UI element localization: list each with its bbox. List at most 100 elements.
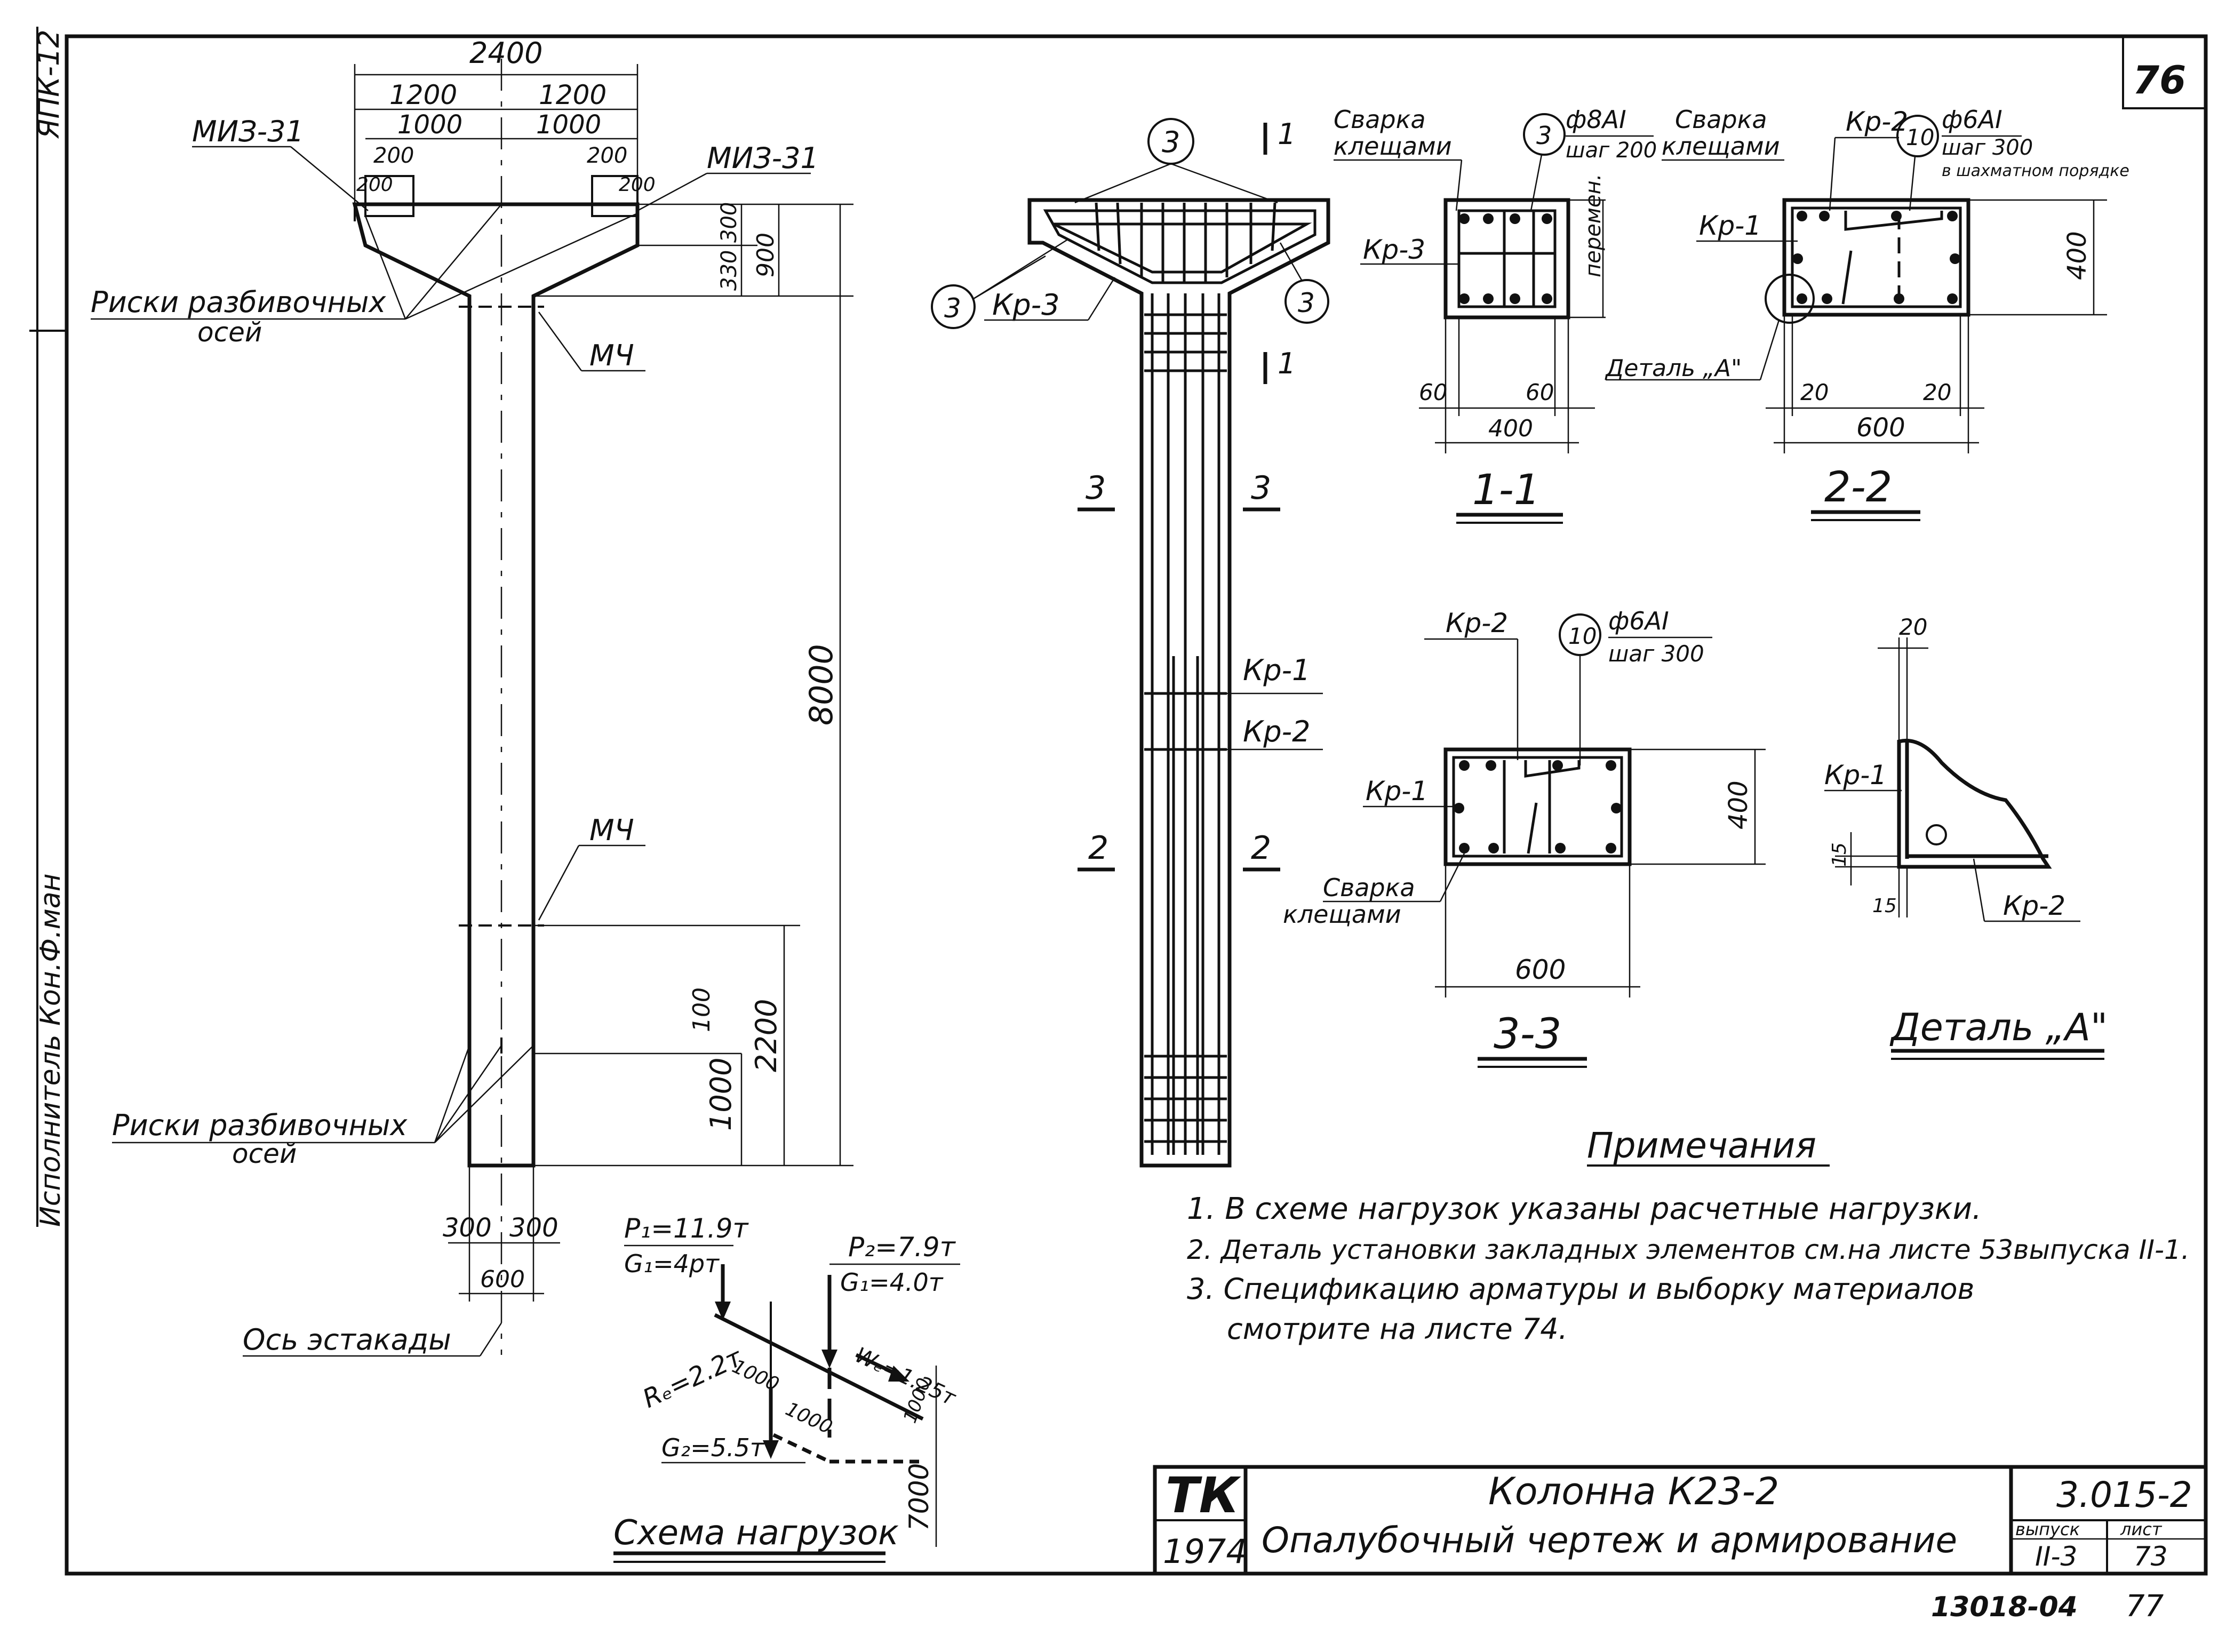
title-block: ТК 1974 Колонна К23-2 Опалубочный чертеж… bbox=[1153, 1465, 2208, 1576]
kp3-label: Кр-3 bbox=[992, 288, 1059, 322]
section-2-2: Сварка клещами Кр-2 10 ф6АI шаг 300 в ша… bbox=[1605, 105, 2129, 521]
detail-a: 20 Кр-1 15 15 Кр-2 Деталь „А" bbox=[1824, 614, 2108, 1060]
tb-sheet-label: лист bbox=[2120, 1519, 2163, 1539]
tb-issue-label: выпуск bbox=[2015, 1519, 2080, 1539]
s22-dim-600: 600 bbox=[1856, 413, 1905, 443]
dim-900: 900 bbox=[752, 233, 779, 277]
dim-200-d: 200 bbox=[619, 174, 656, 196]
riski-bottom-line1: Риски разбивочных bbox=[112, 1108, 408, 1142]
sec-1-top: 1 bbox=[1278, 117, 1296, 151]
detail-dim-15-b: 15 bbox=[1872, 895, 1897, 917]
sheet-number-box: 76 bbox=[2122, 35, 2207, 109]
load-beam bbox=[714, 1313, 924, 1421]
margin-signature: Исполнитель Кон.Ф.ман bbox=[35, 873, 67, 1227]
longitudinal-bars bbox=[1151, 293, 1220, 1155]
mch-top-label: МЧ bbox=[589, 339, 634, 372]
axis-label: Ось эстакады bbox=[243, 1323, 451, 1356]
dim-1000-right: 1000 bbox=[536, 110, 601, 140]
dim-1200-left: 1200 bbox=[389, 79, 457, 110]
sec-1-bottom: 1 bbox=[1278, 347, 1296, 380]
load-r: Rₑ=2.2т bbox=[638, 1342, 747, 1414]
s33-step: шаг 300 bbox=[1608, 641, 1704, 667]
s33-weld-line2: клещами bbox=[1283, 900, 1401, 929]
callout-3-right: 3 bbox=[1298, 288, 1315, 318]
s22-weld-line1: Сварка bbox=[1675, 105, 1767, 134]
notes-title: Примечания bbox=[1587, 1125, 1816, 1166]
dim-600: 600 bbox=[480, 1266, 525, 1293]
section-1-1: Сварка клещами 3 ф8АI шаг 200 Кр-3 перем… bbox=[1334, 105, 1657, 524]
s33-dim-600: 600 bbox=[1515, 954, 1566, 985]
kp2-label: Кр-2 bbox=[1243, 715, 1310, 748]
s22-dim-20-right: 20 bbox=[1923, 379, 1951, 405]
callout-3-left: 3 bbox=[944, 293, 961, 324]
s11-weld-line1: Сварка bbox=[1334, 105, 1426, 134]
s22-title: 2-2 bbox=[1824, 464, 1892, 512]
sheet-number: 76 bbox=[2133, 58, 2186, 102]
s33-callout: 10 bbox=[1568, 623, 1597, 649]
s11-step: шаг 200 bbox=[1566, 138, 1657, 163]
load-scheme: P₁=11.9т G₁=4рт P₂=7.9т G₁=4.0т Rₑ=2.2т … bbox=[613, 1213, 960, 1563]
embedded-plate-left bbox=[364, 175, 414, 217]
dim-2200: 2200 bbox=[749, 999, 783, 1072]
dim-330: 330 bbox=[717, 250, 741, 291]
s11-weld-line2: клещами bbox=[1334, 132, 1452, 161]
margin-stamp: ЯПК-12 Исполнитель Кон.Ф.ман bbox=[29, 27, 67, 1227]
column-elevation: 2400 1200 1200 1000 1000 200 200 200 200… bbox=[91, 36, 853, 1357]
s22-detail-ref: Деталь „А" bbox=[1605, 355, 1742, 382]
load-p1: P₁=11.9т bbox=[624, 1213, 749, 1244]
note-3: 3. Спецификацию арматуры и выборку матер… bbox=[1187, 1272, 1974, 1306]
s22-dim-20-left: 20 bbox=[1800, 379, 1829, 405]
dim-200-b: 200 bbox=[356, 174, 393, 196]
tb-series: 3.015-2 bbox=[2056, 1474, 2192, 1515]
tb-org: ТК bbox=[1166, 1467, 1241, 1524]
head-vertical-bars bbox=[1095, 202, 1276, 283]
note-1: 1. В схеме нагрузок указаны расчетные на… bbox=[1187, 1192, 1982, 1226]
footer-code: 13018-04 bbox=[1931, 1591, 2078, 1623]
miz-right-label: МИЗ-31 bbox=[707, 141, 819, 175]
detail-dim-15-a: 15 bbox=[1829, 842, 1850, 867]
s11-title: 1-1 bbox=[1472, 466, 1540, 514]
load-p2: P₂=7.9т bbox=[848, 1232, 956, 1263]
riski-top-line1: Риски разбивочных bbox=[91, 285, 386, 319]
dim-2400: 2400 bbox=[469, 36, 542, 70]
dim-300-right: 300 bbox=[509, 1213, 558, 1243]
load-g1: G₁=4рт bbox=[624, 1249, 720, 1278]
sec-3-right: 3 bbox=[1251, 469, 1271, 507]
margin-label: ЯПК-12 bbox=[32, 29, 66, 139]
tb-name: Колонна К23-2 bbox=[1488, 1470, 1779, 1513]
dim-200-c: 200 bbox=[587, 143, 627, 168]
dim-1000-height: 1000 bbox=[704, 1058, 738, 1131]
note-2: 2. Деталь установки закладных элементов … bbox=[1187, 1234, 2190, 1265]
notes: Примечания 1. В схеме нагрузок указаны р… bbox=[1187, 1125, 2190, 1346]
s11-callout: 3 bbox=[1536, 121, 1552, 150]
section-3-3: Кр-2 10 ф6АI шаг 300 Кр-1 400 Сварка кле… bbox=[1283, 606, 1766, 1068]
dim-1000-left: 1000 bbox=[397, 110, 462, 140]
dim-1200-right: 1200 bbox=[539, 79, 607, 110]
miz-left-label: МИЗ-31 bbox=[192, 115, 304, 148]
reinforcement-elevation: 3 3 Кр-3 3 1 1 3 3 Кр-1 Кр-2 2 2 bbox=[931, 117, 1330, 1168]
s33-kp2: Кр-2 bbox=[1446, 608, 1508, 639]
s22-dim-400: 400 bbox=[2062, 231, 2092, 280]
s33-bar-spec: ф6АI bbox=[1608, 606, 1669, 635]
sec-2-right: 2 bbox=[1251, 829, 1271, 867]
s11-variable: перемен. bbox=[1581, 174, 1606, 277]
s11-dim-60-right: 60 bbox=[1526, 379, 1554, 405]
load-g2: G₂=5.5т bbox=[661, 1433, 765, 1462]
sec-2-left: 2 bbox=[1088, 829, 1108, 867]
kp1-label: Кр-1 bbox=[1243, 653, 1310, 687]
s22-weld-line2: клещами bbox=[1662, 132, 1780, 161]
s33-weld-line1: Сварка bbox=[1323, 873, 1415, 902]
dim-8000: 8000 bbox=[803, 644, 840, 725]
footer-page: 77 bbox=[2126, 1589, 2164, 1624]
s22-bar-spec: ф6АI bbox=[1942, 105, 2002, 134]
sheet-frame bbox=[65, 34, 2208, 1576]
s11-bar-spec: ф8АI bbox=[1566, 105, 1626, 134]
s11-dim-400: 400 bbox=[1488, 415, 1533, 442]
cage-outline bbox=[1027, 198, 1330, 1168]
dim-100: 100 bbox=[688, 987, 715, 1032]
note-3-cont: смотрите на листе 74. bbox=[1227, 1312, 1568, 1346]
s22-pattern: в шахматном порядке bbox=[1942, 162, 2129, 180]
tb-subtitle: Опалубочный чертеж и армирование bbox=[1262, 1520, 1957, 1561]
load-dim-1000-a: 1000 bbox=[729, 1355, 782, 1396]
